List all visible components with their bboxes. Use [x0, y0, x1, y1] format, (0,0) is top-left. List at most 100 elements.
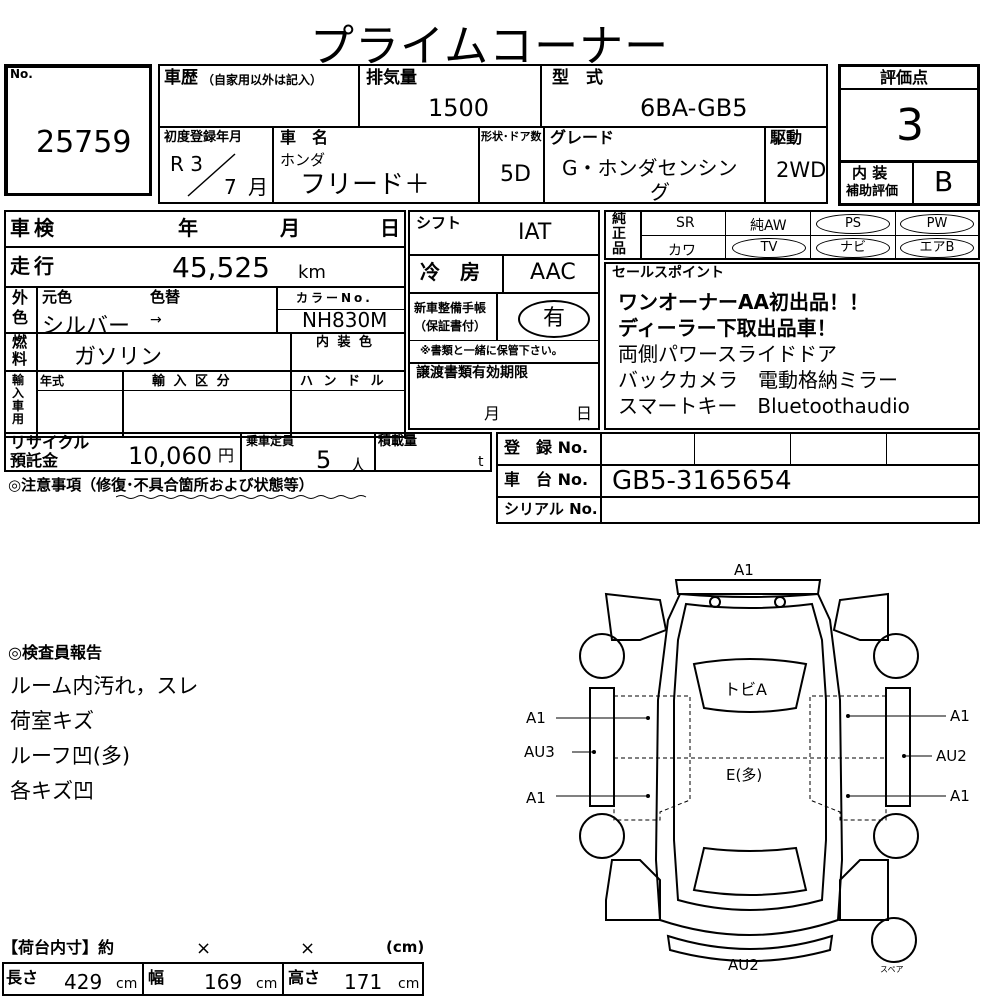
- mileage-value: 45,525: [172, 251, 270, 284]
- grade-label: グレード: [550, 128, 615, 147]
- car-name-value: フリード＋: [300, 170, 431, 200]
- diagram-hood: トビA: [724, 680, 767, 699]
- diagram-left-mid: AU3: [524, 743, 555, 761]
- lot-number: 25759: [36, 125, 132, 160]
- diagram-roof: E(多): [726, 766, 763, 784]
- cargo-width-cm: cm: [256, 976, 278, 992]
- diagram-front: A1: [734, 561, 754, 579]
- sales-points-label: セールスポイント: [612, 265, 724, 281]
- manual-note: ※書類と一緒に保管下さい。: [420, 344, 563, 357]
- equip-navi: ナビ: [816, 238, 890, 258]
- import-class-label: 輸 入 区 分: [152, 374, 232, 389]
- capacity-unit: 人: [350, 456, 367, 475]
- car-diagram: [556, 579, 946, 963]
- chassis-label: 車 台 No.: [504, 470, 589, 489]
- displacement-value: 1500: [428, 94, 490, 122]
- model-label: 型 式: [552, 68, 603, 88]
- cargo-x1: ×: [196, 938, 212, 959]
- equip-aw: 純AW: [750, 218, 787, 234]
- manual-label-1: 新車整備手帳: [414, 301, 487, 315]
- import-year-label: 年式: [40, 374, 65, 388]
- displacement-label: 排気量: [366, 68, 417, 88]
- color-value: シルバー: [42, 314, 131, 339]
- report-line-1: ルーム内汚れ，スレ: [10, 674, 199, 698]
- report-line-2: 荷室キズ: [10, 709, 94, 733]
- recycle-value: 10,060: [128, 442, 212, 470]
- cargo-box: [2, 962, 424, 996]
- registration-box: [496, 432, 980, 524]
- cargo-length-cm: cm: [116, 976, 138, 992]
- color-orig-label: 元色: [42, 288, 73, 306]
- lot-no-label: No.: [10, 67, 33, 81]
- equip-ps: PS: [816, 214, 890, 234]
- spec-box: [4, 210, 406, 438]
- registration-label: 登 録 No.: [504, 438, 589, 457]
- car-maker: ホンダ: [280, 151, 326, 169]
- cargo-width: 169: [204, 970, 243, 994]
- capacity-value: 5: [316, 446, 332, 474]
- manual-label-2: （保証書付）: [414, 319, 487, 333]
- recycle-label-2: 預託金: [10, 451, 59, 470]
- grade-line2: グ: [650, 180, 670, 204]
- color-code-label: カラーNo.: [296, 291, 373, 305]
- body-label: 形状･ドア数: [481, 130, 542, 143]
- drive-value: 2WD: [776, 158, 827, 182]
- diagram-left-rear: A1: [526, 789, 546, 807]
- color-change-label: 色替: [150, 288, 181, 306]
- transfer-month: 月: [484, 404, 501, 423]
- caution-underline: [116, 495, 367, 499]
- equip-sr: SR: [676, 215, 695, 231]
- diagram-right-mid: AU2: [936, 747, 967, 765]
- inspection-month: 月: [280, 216, 300, 240]
- lot-box: [4, 64, 152, 196]
- inspection-label: 車検: [10, 216, 58, 240]
- inspection-year: 年: [178, 216, 198, 240]
- cargo-unit: (cm): [386, 938, 425, 956]
- equip-airbag: エアB: [900, 238, 974, 258]
- page-title: プライムコーナー: [310, 21, 670, 72]
- first-reg-month: 7: [224, 175, 237, 199]
- diagram-right-front: A1: [950, 707, 970, 725]
- interior-score-label-2: 補助評価: [846, 184, 899, 199]
- cargo-height-cm: cm: [398, 976, 420, 992]
- color-side-1: 外: [12, 288, 29, 307]
- report-line-3: ルーフ凹(多): [10, 744, 131, 768]
- drive-label: 駆動: [770, 128, 803, 147]
- manual-value: 有: [518, 300, 590, 338]
- mileage-unit: km: [298, 262, 326, 283]
- recycle-box: [4, 432, 492, 472]
- top-info-box: [158, 64, 828, 204]
- first-reg-label: 初度登録年月: [164, 130, 243, 145]
- load-unit: t: [478, 454, 484, 470]
- first-reg-slash: [187, 153, 236, 197]
- equipment-side-1: 純: [612, 211, 626, 227]
- fuel-side-1: 燃: [12, 333, 28, 351]
- equip-pw: PW: [900, 214, 974, 234]
- inspection-day: 日: [380, 216, 400, 240]
- diagram-spare: スペア: [880, 965, 904, 974]
- recycle-unit: 円: [218, 446, 235, 465]
- body-value: 5D: [500, 162, 531, 187]
- sales-point-5: スマートキー Bluetoothaudio: [618, 394, 910, 418]
- equipment-side-3: 品: [612, 241, 626, 257]
- import-side: 輸入車用: [12, 373, 25, 426]
- cargo-height: 171: [344, 970, 383, 994]
- cargo-header: 【荷台内寸】約: [2, 938, 115, 957]
- grade-line1: G・ホンダセンシン: [562, 156, 738, 180]
- fuel-side-2: 料: [12, 350, 28, 368]
- interior-score-value: B: [934, 165, 954, 198]
- cargo-width-label: 幅: [148, 968, 165, 987]
- sales-point-4: バックカメラ 電動格納ミラー: [618, 368, 898, 392]
- transfer-label: 譲渡書類有効期限: [416, 365, 528, 381]
- load-label: 積載量: [378, 434, 418, 449]
- import-handle-label: ハ ン ド ル: [300, 374, 387, 389]
- chassis-value: GB5-3165654: [612, 466, 792, 496]
- sales-points-box: [604, 262, 980, 430]
- model-value: 6BA-GB5: [640, 94, 748, 122]
- diagram-rear: AU2: [728, 956, 759, 974]
- diagram-left-front: A1: [526, 709, 546, 727]
- score-label: 評価点: [880, 68, 929, 87]
- history-note: （自家用以外は記入）: [202, 73, 323, 87]
- recycle-label-1: リサイクル: [10, 433, 90, 452]
- interior-score-label-1: 内 装: [852, 164, 888, 182]
